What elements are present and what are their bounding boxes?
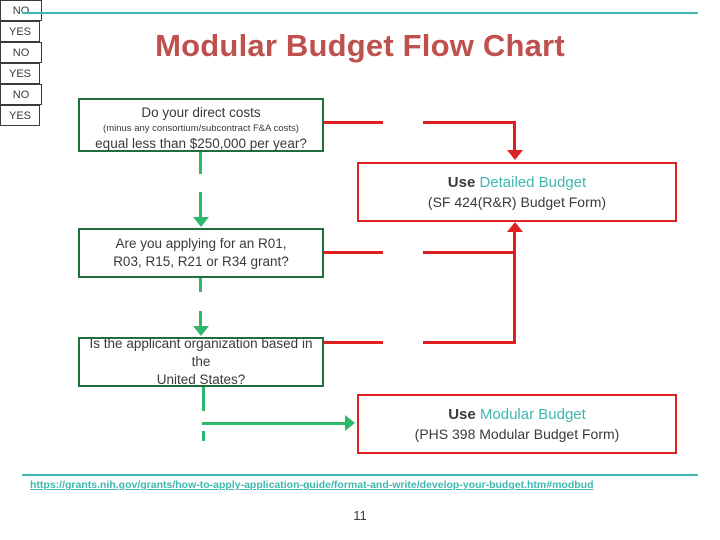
arrowhead-q1-yes [193, 217, 209, 227]
label-yes-2: YES [0, 63, 40, 84]
top-divider-rule [22, 12, 698, 14]
detailed-use-word: Use [447, 174, 476, 192]
label-yes-3: YES [0, 105, 40, 126]
q2-line1: Are you applying for an R01, [115, 235, 287, 251]
source-link[interactable]: https://grants.nih.gov/grants/how-to-app… [30, 479, 594, 491]
arrow-q3-yes-vertical-top [202, 387, 205, 411]
detailed-line2: (SF 424(R&R) Budget Form) [427, 193, 607, 210]
label-no-1: NO [0, 0, 42, 21]
q3-line2: United States? [156, 372, 246, 388]
arrow-q2-yes-bottom [199, 311, 202, 327]
detailed-line1: Use Detailed Budget [448, 173, 586, 193]
arrow-q3-yes-vertical-bottom [202, 431, 205, 441]
modular-accent-word: Modular Budget [479, 406, 586, 424]
page-title: Modular Budget Flow Chart [155, 28, 565, 63]
decision-box-us-organization: Is the applicant organization based in t… [78, 335, 324, 388]
arrow-q1-no-horizontal-2 [423, 121, 515, 124]
q3-line1: Is the applicant organization based in t… [89, 335, 313, 369]
label-no-3: NO [0, 84, 42, 105]
result-box-detailed-budget: Use Detailed Budget (SF 424(R&R) Budget … [357, 162, 677, 222]
arrow-q2-no-horizontal-2 [423, 251, 515, 254]
q2-line2: R03, R15, R21 or R34 grant? [113, 254, 289, 269]
label-yes-1: YES [0, 21, 40, 42]
arrowhead-q2-yes [193, 326, 209, 336]
q1-line2: (minus any consortium/subcontract F&A co… [103, 122, 299, 134]
bottom-divider-rule [22, 474, 698, 476]
modular-line2: (PHS 398 Modular Budget Form) [414, 425, 620, 442]
arrow-q1-yes-bottom [199, 192, 202, 218]
decision-box-grant-type: Are you applying for an R01, R03, R15, R… [78, 228, 324, 278]
arrow-q2-yes-top [199, 278, 202, 292]
arrow-q3-yes-horizontal [202, 422, 346, 425]
arrowhead-q1-no [507, 150, 523, 160]
detailed-accent-word: Detailed Budget [479, 174, 587, 192]
arrowhead-q3-yes [345, 415, 355, 431]
result-box-modular-budget: Use Modular Budget (PHS 398 Modular Budg… [357, 394, 677, 454]
arrow-q3-no-horizontal-2 [423, 341, 515, 344]
arrow-q2-no-horizontal [324, 251, 383, 254]
arrow-right-rail [513, 224, 516, 344]
page-number: 11 [353, 508, 367, 523]
q1-line3: equal less than $250,000 per year? [95, 136, 307, 152]
q1-line1: Do your direct costs [141, 105, 261, 120]
arrow-q3-no-horizontal [324, 341, 383, 344]
arrow-q1-yes-top [199, 152, 202, 174]
label-no-2: NO [0, 42, 42, 63]
decision-box-direct-costs: Do your direct costs (minus any consorti… [78, 98, 324, 152]
arrow-q1-no-vertical [513, 121, 516, 151]
modular-line1: Use Modular Budget [448, 405, 586, 425]
arrow-q1-no-horizontal [324, 121, 383, 124]
modular-use-word: Use [448, 406, 476, 424]
